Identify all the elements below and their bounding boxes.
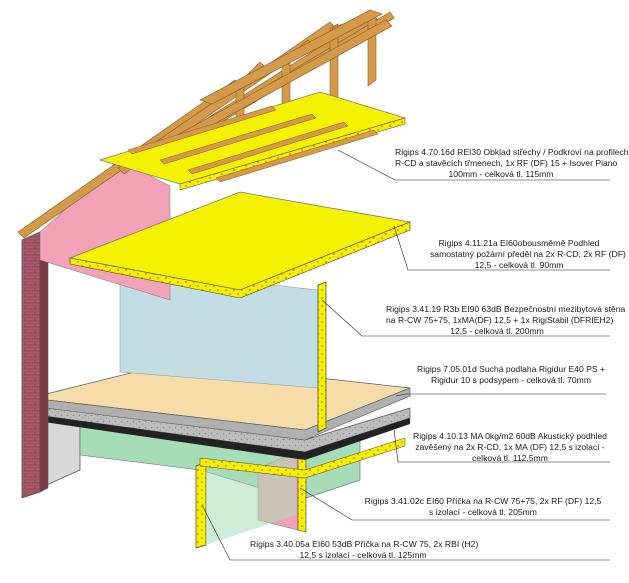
label-line: samostatný požární předěl na 2x R-CD, 2x… xyxy=(430,249,626,259)
label-line: 100mm - celková tl. 115mm xyxy=(448,169,554,179)
leader-lines xyxy=(201,149,610,561)
label-line: Rigips 3.40.05a EI60 53dB Příčka na R-CW… xyxy=(250,539,479,549)
partition-205-wall xyxy=(297,448,307,533)
label-acoustic-ceiling: Rigips 4.10.13 MA 0kg/m2 60dB Akustický … xyxy=(410,431,610,464)
label-line: 12,5 s izolací - celková tl. 125mm xyxy=(299,550,427,560)
partition-200-wall xyxy=(317,281,327,433)
label-line: Rigips 3.41.19 R3b EI90 63dB Bezpečnostn… xyxy=(386,304,626,314)
label-line: na R-CW 75+75, 1xMA(DF) 12,5 + 1x RigiSt… xyxy=(386,315,614,325)
label-line: Rigips 4.70.16d REI30 Obklad střechy / P… xyxy=(395,147,629,157)
label-line: s izolací - celková tl. 205mm xyxy=(429,507,537,517)
label-partition-wall: Rigips 3.41.19 R3b EI90 63dB Bezpečnostn… xyxy=(386,304,626,337)
roof-top-rafters xyxy=(199,9,383,105)
label-line: Rigips 4.10.13 MA 0kg/m2 60dB Akustický … xyxy=(413,431,607,441)
building-section-diagram xyxy=(17,9,610,561)
label-line: Rigips 3.41.02c EI60 Příčka na R-CW 75+7… xyxy=(364,496,602,506)
label-line: zavěšený na 2x R-CD, 1x MA (DF) 12,5 s i… xyxy=(415,442,605,452)
label-line: R-CD a stavěcích třmenech, 1x RF (DF) 15… xyxy=(395,158,618,168)
label-partition-205: Rigips 3.41.02c EI60 Příčka na R-CW 75+7… xyxy=(360,496,606,518)
label-line: celková tl. 112.5mm xyxy=(472,453,548,463)
label-partition-125: Rigips 3.40.05a EI60 53dB Příčka na R-CW… xyxy=(250,539,479,561)
label-roof: Rigips 4.70.16d REI30 Obklad střechy / P… xyxy=(395,147,629,180)
partition-125-wall xyxy=(195,461,207,549)
label-line: 12,5 - celková tl. 200mm xyxy=(450,326,544,336)
label-line: 12,5 - celková tl. 90mm xyxy=(474,260,564,270)
left-masonry-wall xyxy=(21,231,41,499)
label-line: Rigidur 10 s podsypem - celková tl. 70mm xyxy=(430,375,591,385)
roof-battens xyxy=(127,105,379,183)
label-dry-floor: Rigips 7.05.01d Suchá podlaha Rigidur E4… xyxy=(416,364,606,386)
ceiling-board-edge xyxy=(69,221,411,299)
left-masonry-wall-side xyxy=(39,229,49,493)
label-line: Rigips 4.11.21a EI60obousměrně Podhled xyxy=(438,238,600,248)
acoustic-ceiling-strip xyxy=(199,437,406,479)
label-line: Rigips 7.05.01d Suchá podlaha Rigidur E4… xyxy=(417,364,605,374)
